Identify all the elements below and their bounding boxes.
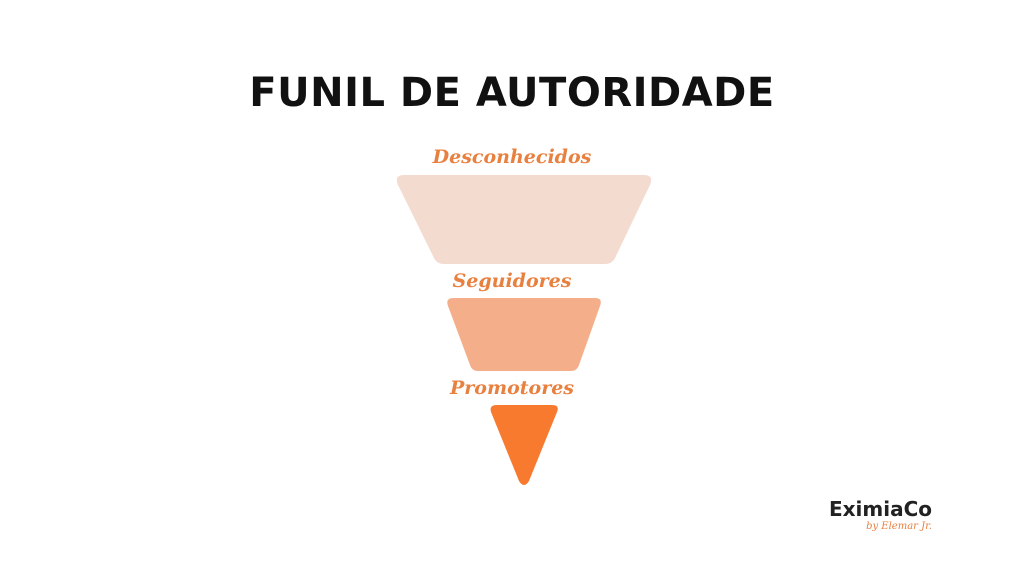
stage-label-seguidores: Seguidores bbox=[452, 270, 572, 292]
stage-label-promotores: Promotores bbox=[450, 377, 574, 399]
page-title: FUNIL DE AUTORIDADE bbox=[249, 70, 775, 116]
funnel-stage-seguidores bbox=[447, 298, 601, 371]
logo-name: EximiaCo bbox=[828, 497, 932, 521]
stage-label-desconhecidos: Desconhecidos bbox=[432, 146, 592, 168]
funnel-stage-promotores bbox=[490, 405, 558, 485]
eximiaco-logo: EximiaCo by Elemar Jr. bbox=[829, 498, 932, 533]
funnel-stage-desconhecidos bbox=[396, 175, 652, 264]
logo-tagline: by Elemar Jr. bbox=[866, 521, 932, 532]
